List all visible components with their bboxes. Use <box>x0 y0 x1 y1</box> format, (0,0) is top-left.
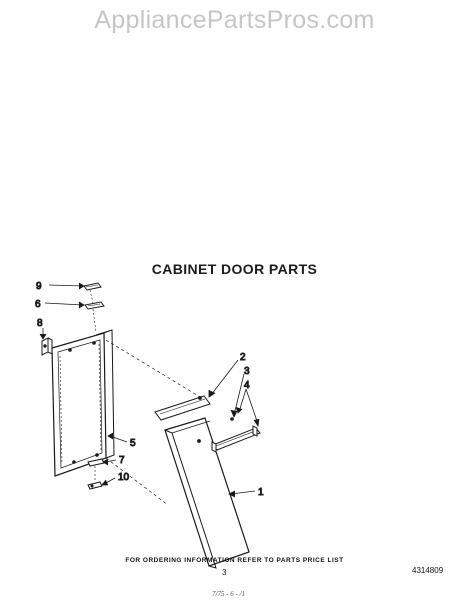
callout-8: 8 <box>37 318 43 329</box>
callout-9: 9 <box>36 281 42 292</box>
part-1-outer-door-panel <box>164 417 250 569</box>
callout-10: 10 <box>118 472 130 483</box>
part-8-bracket <box>41 337 53 356</box>
part-5-inner-door-panel <box>51 329 115 477</box>
ordering-info-footer: FOR ORDERING INFORMATION REFER TO PARTS … <box>125 557 344 564</box>
part-10-hinge-pin <box>87 481 103 490</box>
document-number: 4314809 <box>412 566 444 575</box>
bottom-scrawl: 7/75 - 6 - /1 <box>212 590 246 598</box>
part-4-handle <box>211 417 261 453</box>
callout-7: 7 <box>119 455 125 466</box>
callout-5: 5 <box>130 438 136 449</box>
callout-6: 6 <box>35 299 41 310</box>
diagram-title: CABINET DOOR PARTS <box>151 261 318 277</box>
callout-4: 4 <box>244 380 250 391</box>
callout-3: 3 <box>244 366 250 377</box>
part-6-hinge <box>84 301 105 310</box>
watermark: AppliancePartsPros.com <box>94 6 375 34</box>
part-2-trim-strip <box>154 395 211 421</box>
callout-1: 1 <box>258 487 264 498</box>
leader-lines <box>39 282 260 498</box>
part-9-hinge-pin <box>83 282 102 291</box>
callout-2: 2 <box>240 352 246 363</box>
page-number: 3 <box>222 568 227 577</box>
